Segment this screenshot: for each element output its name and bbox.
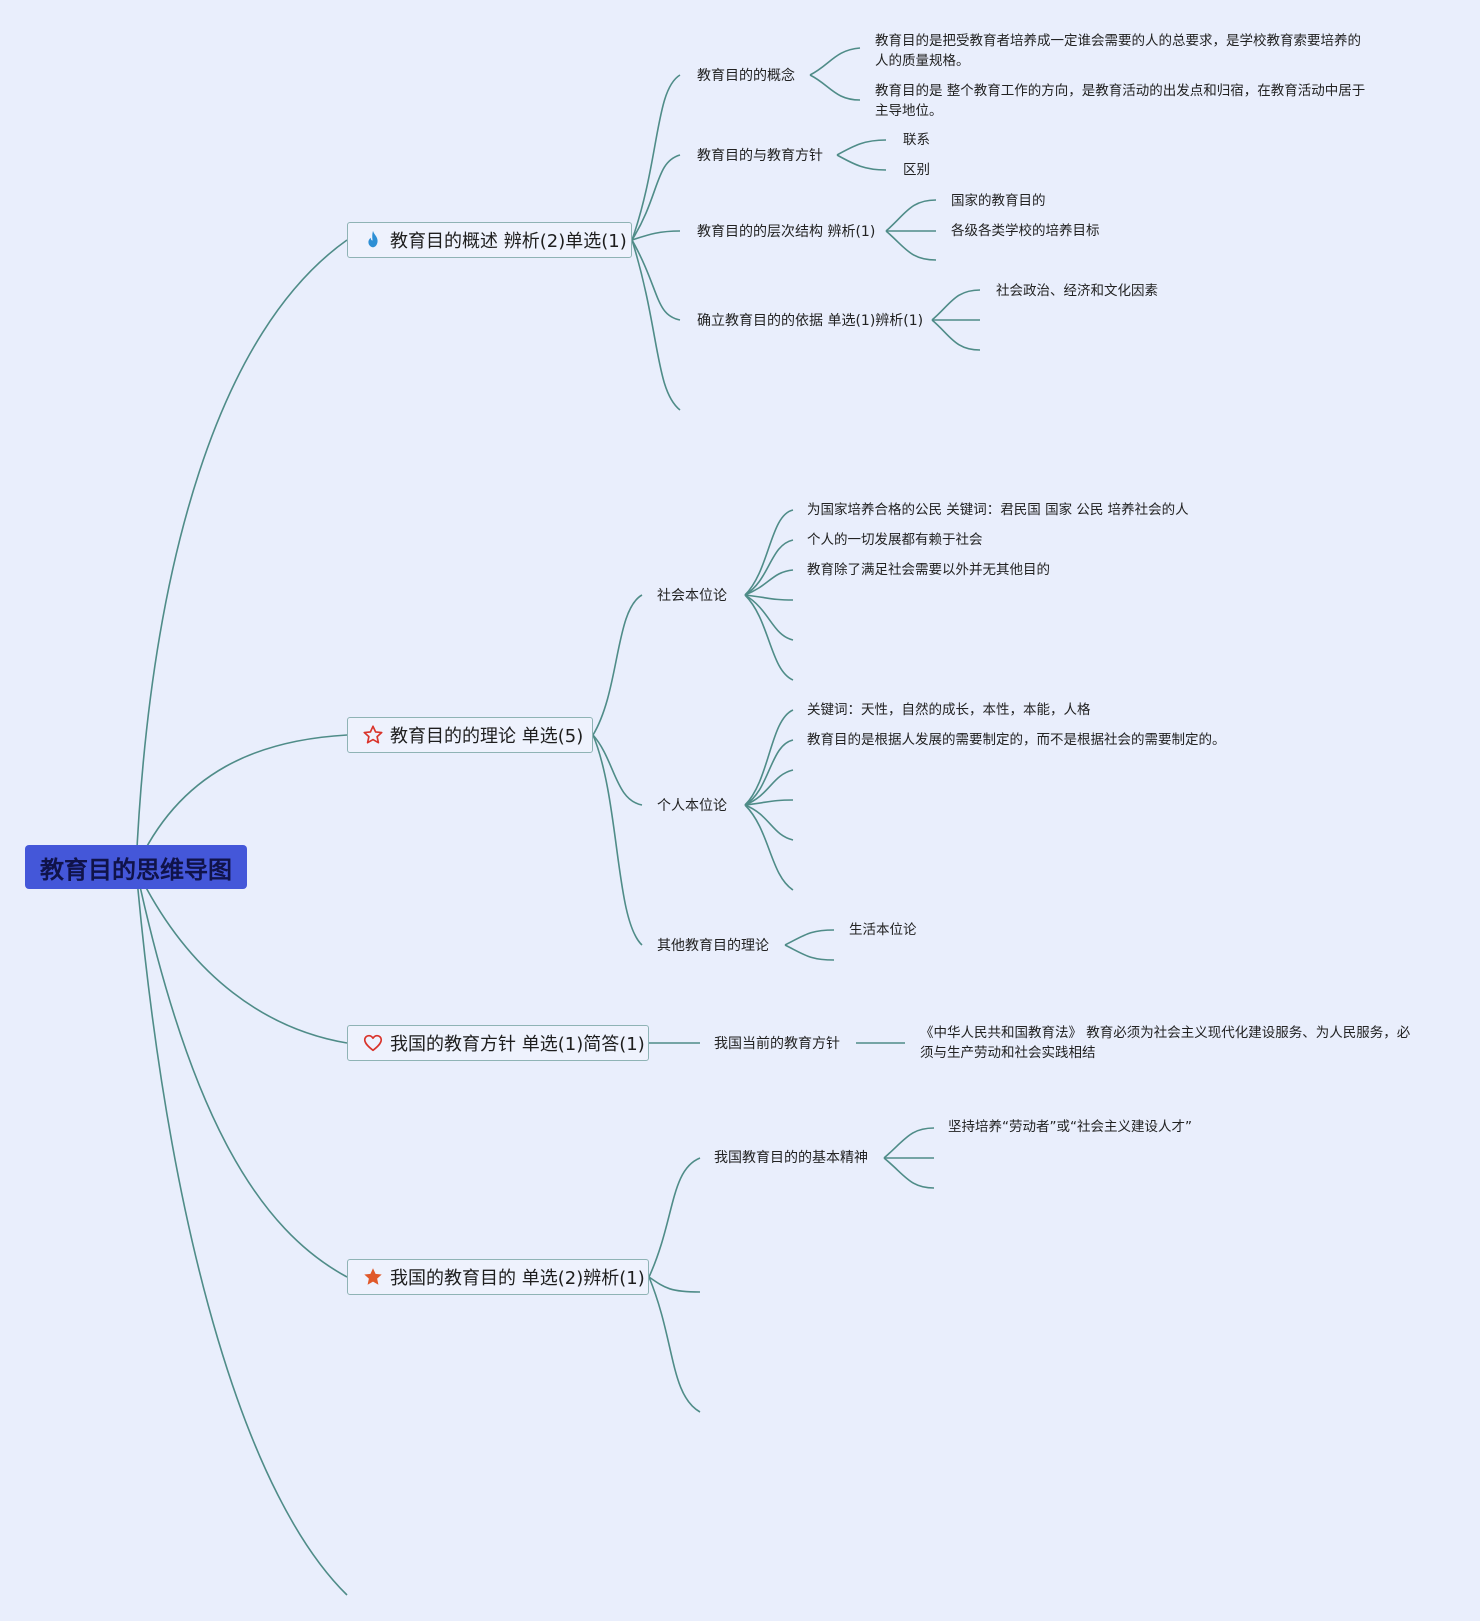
link-t4c1-l3 bbox=[883, 1157, 935, 1189]
leaf-difference: 区别 bbox=[903, 162, 930, 178]
link-t4-c2 bbox=[648, 1276, 701, 1293]
link-t1c1-l1 bbox=[809, 47, 861, 76]
link-t2c3-l1 bbox=[784, 929, 835, 946]
subtopic-individual-centered[interactable]: 个人本位论 bbox=[657, 798, 727, 814]
leaf-concept-2: 教育目的是 整个教育工作的方向，是教育活动的出发点和归宿，在教育活动中居于主导地… bbox=[875, 83, 1366, 119]
link-root-topic2 bbox=[135, 734, 348, 869]
leaf-society-1: 为国家培养合格的公民 关键词：君民国 国家 公民 培养社会的人 bbox=[807, 502, 1189, 518]
link-t4-c1 bbox=[648, 1157, 701, 1278]
link-t2c2-l2 bbox=[744, 739, 794, 806]
link-t2-c1 bbox=[592, 594, 643, 736]
leaf-concept-1: 教育目的是把受教育者培养成一定谁会需要的人的总要求，是学校教育索要培养的人的质量… bbox=[875, 33, 1361, 69]
link-root-topic4 bbox=[135, 867, 348, 1278]
root-topic[interactable]: 教育目的思维导图 bbox=[25, 845, 247, 889]
link-t1-c1 bbox=[631, 74, 681, 241]
link-t2c2-l6 bbox=[744, 804, 794, 891]
link-t2c2-l3 bbox=[744, 769, 794, 806]
link-t1c4-l3 bbox=[931, 319, 981, 351]
link-t4-c3 bbox=[648, 1276, 701, 1413]
subtopic-other-theories[interactable]: 其他教育目的理论 bbox=[657, 938, 769, 954]
link-t2c2-l4 bbox=[744, 799, 794, 806]
star-outline-icon bbox=[362, 724, 384, 746]
link-t2c2-l5 bbox=[744, 804, 794, 841]
topic-overview[interactable]: 教育目的概述 辨析(2)单选(1) bbox=[347, 222, 632, 258]
link-t2c2-l1 bbox=[744, 709, 794, 806]
link-t2c3-l2 bbox=[784, 944, 835, 961]
link-t2c1-l1 bbox=[744, 509, 794, 596]
link-root-extra bbox=[135, 867, 348, 1596]
leaf-connection: 联系 bbox=[903, 132, 930, 148]
link-t1-c2 bbox=[631, 154, 681, 241]
leaf-society-2: 个人的一切发展都有赖于社会 bbox=[807, 532, 983, 548]
topic-policy[interactable]: 我国的教育方针 单选(1)简答(1) bbox=[347, 1025, 649, 1061]
leaf-education-law: 《中华人民共和国教育法》 教育必须为社会主义现代化建设服务、为人民服务，必须与生… bbox=[920, 1025, 1411, 1061]
subtopic-basic-spirit[interactable]: 我国教育目的的基本精神 bbox=[714, 1150, 868, 1166]
topic-national-purpose-label: 我国的教育目的 单选(2)辨析(1) bbox=[390, 1268, 645, 1289]
link-t1c2-l2 bbox=[836, 154, 887, 171]
heart-outline-icon bbox=[362, 1032, 384, 1054]
topic-theory[interactable]: 教育目的的理论 单选(5) bbox=[347, 717, 593, 753]
link-t2c1-l3 bbox=[744, 569, 794, 596]
subtopic-basis[interactable]: 确立教育目的的依据 单选(1)辨析(1) bbox=[697, 313, 924, 329]
link-t2c1-l2 bbox=[744, 539, 794, 596]
link-t2-c2 bbox=[592, 734, 643, 806]
subtopic-current-policy[interactable]: 我国当前的教育方针 bbox=[714, 1036, 840, 1052]
link-root-topic3 bbox=[135, 867, 348, 1044]
leaf-cultivate-workers: 坚持培养“劳动者”或“社会主义建设人才” bbox=[948, 1119, 1192, 1135]
leaf-individual-2: 教育目的是根据人发展的需要制定的，而不是根据社会的需要制定的。 bbox=[807, 732, 1226, 748]
link-t1c3-l3 bbox=[885, 230, 937, 261]
fire-icon bbox=[362, 229, 384, 251]
link-t1c2-l1 bbox=[836, 139, 887, 156]
subtopic-purpose-vs-policy[interactable]: 教育目的与教育方针 bbox=[697, 148, 823, 164]
link-t1-c3 bbox=[631, 230, 681, 241]
leaf-school-goals: 各级各类学校的培养目标 bbox=[951, 223, 1100, 239]
link-t2-c3 bbox=[592, 734, 643, 946]
link-t1c4-l1 bbox=[931, 289, 981, 321]
link-t1-c5 bbox=[631, 239, 681, 411]
leaf-national-purpose: 国家的教育目的 bbox=[951, 193, 1046, 209]
leaf-individual-1: 关键词：天性，自然的成长，本性，本能，人格 bbox=[807, 702, 1091, 718]
leaf-social-factors: 社会政治、经济和文化因素 bbox=[996, 283, 1158, 299]
topic-policy-label: 我国的教育方针 单选(1)简答(1) bbox=[390, 1034, 645, 1055]
link-t4c1-l1 bbox=[883, 1127, 935, 1159]
link-t2c1-l6 bbox=[744, 594, 794, 681]
topic-national-purpose[interactable]: 我国的教育目的 单选(2)辨析(1) bbox=[347, 1259, 649, 1295]
link-t1c1-l2 bbox=[809, 74, 861, 101]
link-root-topic1 bbox=[135, 239, 348, 869]
star-filled-icon bbox=[362, 1266, 384, 1288]
link-t2c1-l4 bbox=[744, 594, 794, 601]
leaf-life-centered: 生活本位论 bbox=[849, 922, 917, 938]
leaf-society-3: 教育除了满足社会需要以外并无其他目的 bbox=[807, 562, 1050, 578]
topic-theory-label: 教育目的的理论 单选(5) bbox=[390, 726, 584, 747]
link-t1-c4 bbox=[631, 239, 681, 321]
subtopic-hierarchy[interactable]: 教育目的的层次结构 辨析(1) bbox=[697, 224, 876, 240]
subtopic-concept[interactable]: 教育目的的概念 bbox=[697, 68, 795, 84]
topic-overview-label: 教育目的概述 辨析(2)单选(1) bbox=[390, 231, 627, 252]
link-t1c3-l1 bbox=[885, 199, 937, 232]
link-t2c1-l5 bbox=[744, 594, 794, 641]
subtopic-society-centered[interactable]: 社会本位论 bbox=[657, 588, 727, 604]
